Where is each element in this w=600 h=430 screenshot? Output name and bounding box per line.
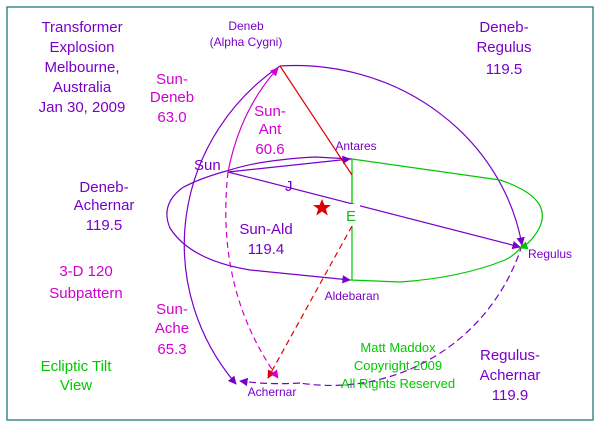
star-label-deneb-alt: (Alpha Cygni) — [210, 35, 283, 49]
arc-sun-deneb — [227, 67, 279, 173]
copyright-line: All Rights Reserved — [341, 376, 455, 391]
star-label-regulus: Regulus — [528, 247, 572, 261]
subpattern-label: 3-D 120 — [59, 263, 112, 280]
ecliptic-front — [166, 187, 351, 284]
arc-label-sun-ald: Sun-Ald — [239, 221, 292, 238]
title-line: Transformer — [41, 19, 122, 36]
title-line: Australia — [53, 79, 112, 96]
arc-label-sun-ache: Sun- — [156, 301, 188, 318]
arc-value-regulus-achernar: 119.9 — [492, 387, 528, 404]
arc-label-deneb-regulus: Deneb- — [479, 19, 528, 36]
star-label-sun: Sun — [194, 157, 221, 174]
earth-label-bg — [342, 204, 360, 226]
star-label-achernar: Achernar — [248, 385, 297, 399]
arc-deneb-regulus — [279, 64, 525, 246]
ecliptic-back-green — [351, 158, 543, 250]
copyright-line: Matt Maddox — [360, 340, 436, 355]
view-label: View — [60, 377, 92, 394]
view-label: Ecliptic Tilt — [41, 358, 113, 375]
frame-border — [6, 6, 594, 421]
ecliptic-front-green — [349, 247, 521, 283]
line-deneb-earth — [279, 65, 353, 176]
earth-label: E — [346, 208, 356, 225]
arc-deneb-achernar — [183, 65, 281, 385]
arc-achernar-back — [239, 377, 301, 387]
arc-value-sun-ache: 65.3 — [157, 341, 186, 358]
arc-value-sun-ald: 119.4 — [248, 241, 284, 258]
arc-label-regulus-achernar: Achernar — [480, 367, 541, 384]
title-line: Jan 30, 2009 — [39, 99, 126, 116]
arc-label-sun-deneb: Deneb — [150, 89, 194, 106]
ecliptic-back-purple — [181, 156, 353, 189]
arc-value-sun-deneb: 63.0 — [157, 109, 186, 126]
arc-label-sun-ant: Ant — [259, 121, 282, 138]
subpattern-label: Subpattern — [49, 285, 122, 302]
arc-sun-ache — [225, 171, 279, 379]
star-label-antares: Antares — [335, 139, 376, 153]
arc-value-deneb-regulus: 119.5 — [486, 61, 522, 78]
arc-regulus-achernar — [299, 244, 523, 387]
arc-label-deneb-achernar: Deneb- — [79, 179, 128, 196]
arc-value-deneb-achernar: 119.5 — [86, 217, 122, 234]
arc-value-sun-ant: 60.6 — [255, 141, 284, 158]
arc-label-deneb-regulus: Regulus — [476, 39, 531, 56]
line-sun-antares — [227, 155, 351, 173]
copyright-line: Copyright 2009 — [354, 358, 442, 373]
arc-label-sun-ant: Sun- — [254, 103, 286, 120]
arc-label-sun-ache: Ache — [155, 320, 189, 337]
star-label-aldebaran: Aldebaran — [325, 289, 380, 303]
jupiter-label: J — [285, 178, 293, 195]
line-sun-regulus — [227, 171, 521, 250]
arc-label-sun-deneb: Sun- — [156, 71, 188, 88]
star-label-deneb: Deneb — [228, 19, 264, 33]
title-line: Melbourne, — [44, 59, 119, 76]
line-earth-achernar — [267, 225, 353, 379]
jupiter-star-icon — [313, 199, 331, 216]
arc-label-regulus-achernar: Regulus- — [480, 347, 540, 364]
title-line: Explosion — [49, 39, 114, 56]
arc-label-deneb-achernar: Achernar — [74, 197, 135, 214]
